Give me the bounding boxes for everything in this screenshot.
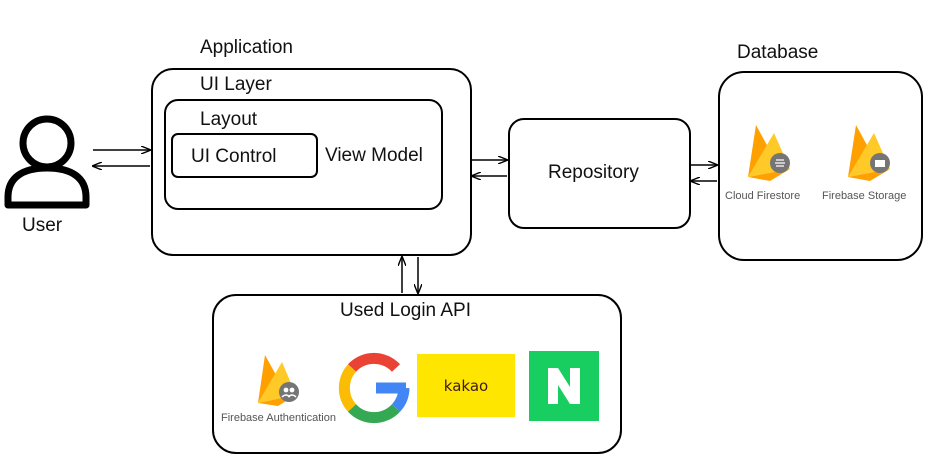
ui-layer-label: UI Layer <box>200 74 272 95</box>
naver-logo <box>529 351 599 421</box>
user-label: User <box>22 215 63 236</box>
firebase-authentication-icon <box>258 355 299 406</box>
layout-label: Layout <box>200 109 258 130</box>
google-logo <box>338 352 410 424</box>
repository-label: Repository <box>548 162 639 183</box>
database-label: Database <box>737 42 819 63</box>
user-icon <box>4 115 90 209</box>
ui-control-box <box>171 133 318 178</box>
naver-n-glyph <box>548 368 580 404</box>
kakao-label: kakao <box>443 376 489 395</box>
application-label: Application <box>200 37 293 58</box>
firebase-authentication-label: Firebase Authentication <box>221 412 336 424</box>
repository-box <box>508 118 691 229</box>
login-api-label: Used Login API <box>340 300 471 321</box>
kakao-logo: kakao <box>417 354 515 417</box>
view-model-label: View Model <box>325 145 423 166</box>
firebase-storage-label: Firebase Storage <box>822 190 907 202</box>
ui-control-label: UI Control <box>191 146 277 167</box>
firebase-cloud-firestore-icon <box>748 125 790 181</box>
firebase-storage-icon <box>848 125 890 181</box>
cloud-firestore-label: Cloud Firestore <box>725 190 801 202</box>
